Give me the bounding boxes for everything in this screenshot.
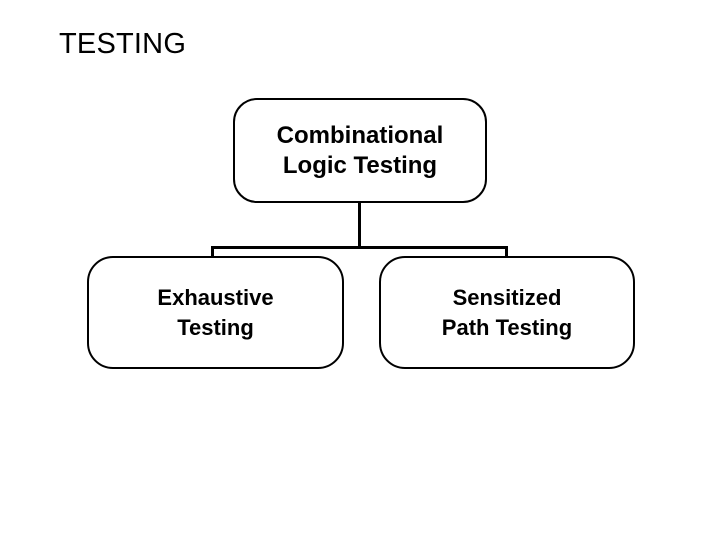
page-title: TESTING bbox=[59, 28, 187, 60]
connector-vertical-stem bbox=[358, 202, 361, 248]
diagram-node-combinational-logic-testing[interactable]: Combinational Logic Testing bbox=[233, 98, 487, 203]
diagram-node-exhaustive-testing[interactable]: Exhaustive Testing bbox=[87, 256, 344, 369]
diagram-node-sensitized-path-testing[interactable]: Sensitized Path Testing bbox=[379, 256, 635, 369]
diagram-node-label: Sensitized Path Testing bbox=[441, 284, 573, 340]
connector-horizontal-bar bbox=[211, 246, 508, 249]
connector-drop-left bbox=[211, 246, 214, 258]
diagram-node-label: Combinational Logic Testing bbox=[276, 121, 444, 179]
connector-drop-right bbox=[505, 246, 508, 258]
diagram-node-label: Exhaustive Testing bbox=[157, 284, 274, 340]
